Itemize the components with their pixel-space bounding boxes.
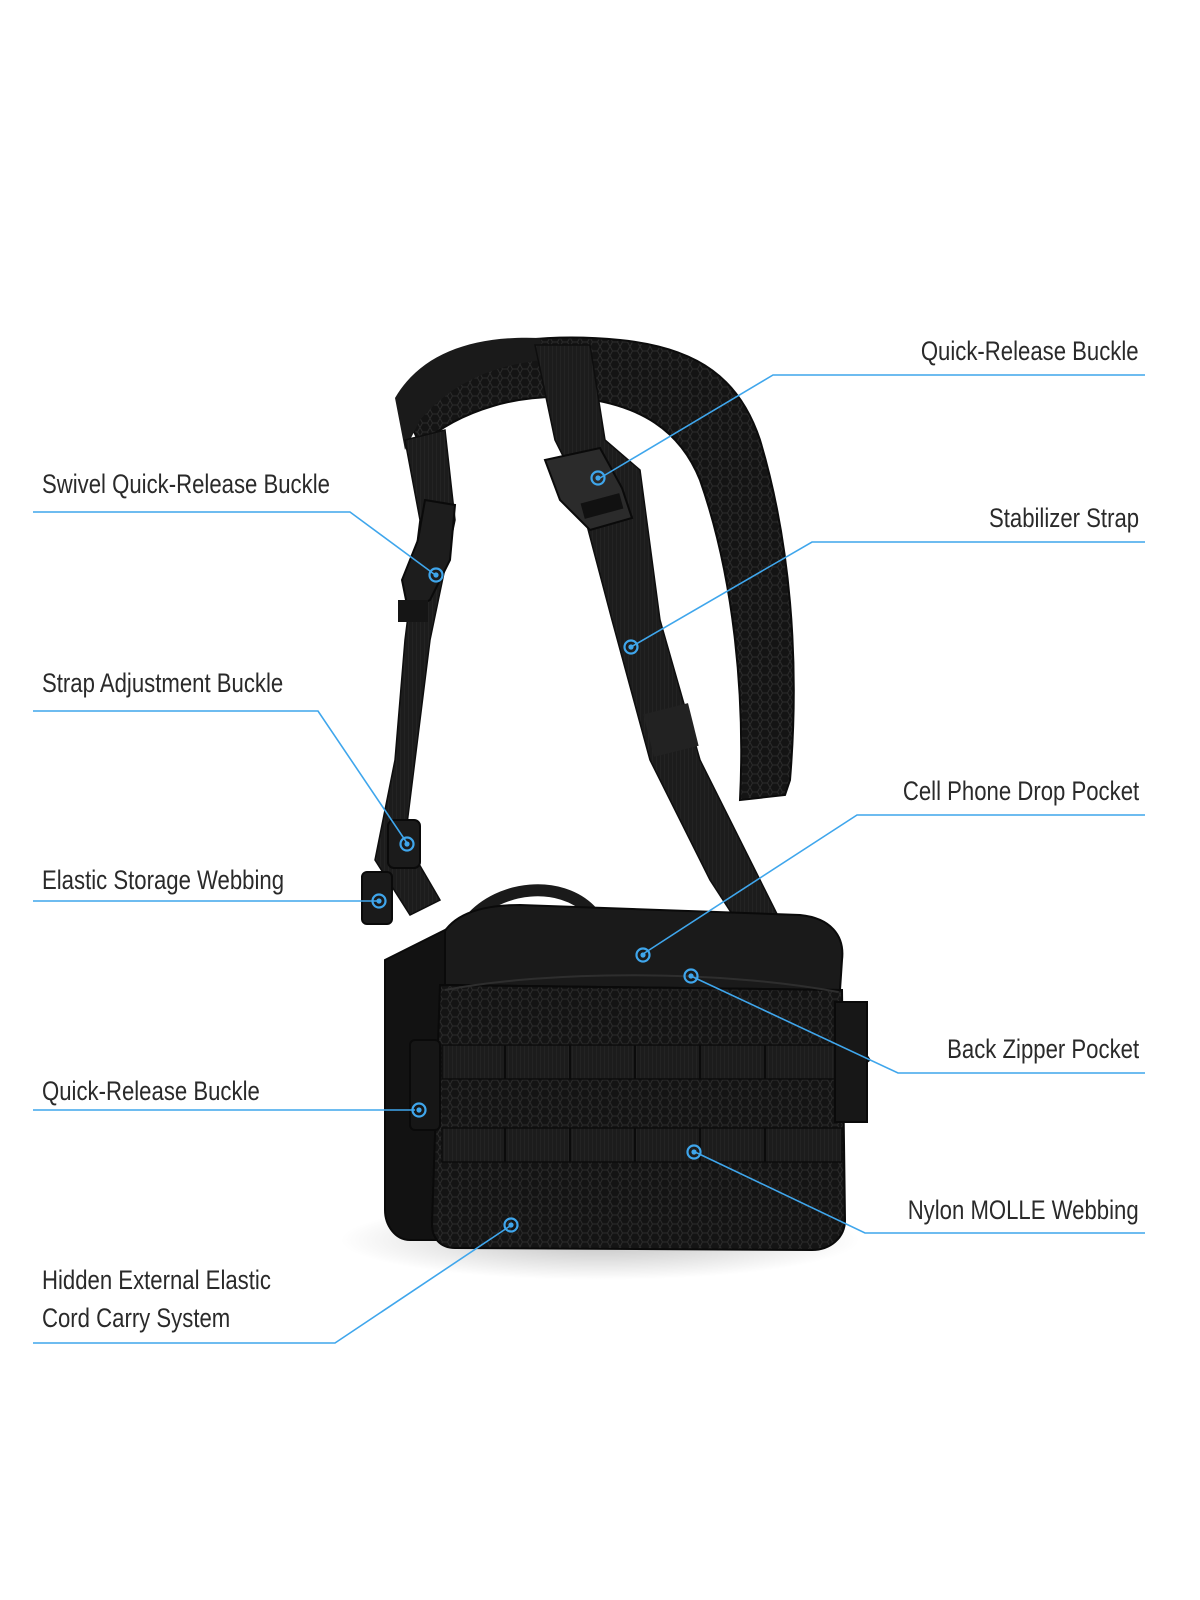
label-back-zipper-pocket: Back Zipper Pocket	[947, 1034, 1139, 1064]
label-elastic-storage-webbing: Elastic Storage Webbing	[42, 865, 285, 895]
label-strap-adjustment-buckle: Strap Adjustment Buckle	[42, 668, 284, 698]
label-stabilizer-strap: Stabilizer Strap	[988, 503, 1139, 533]
target-ring-icon	[399, 836, 415, 852]
label-cell-phone-drop-pocket: Cell Phone Drop Pocket	[902, 776, 1139, 806]
target-ring-icon	[635, 947, 651, 963]
callout-line-cell-phone	[642, 814, 1145, 955]
callout-lines	[33, 374, 1145, 1344]
label-line-1: Hidden External Elastic	[42, 1265, 271, 1295]
target-ring-icon	[503, 1217, 519, 1233]
callout-line-stabilizer	[630, 541, 1145, 648]
label-hidden-external-elastic-cord: Hidden External Elastic Cord Carry Syste…	[42, 1261, 271, 1337]
target-ring-icon	[590, 470, 606, 486]
callout-line-quick-release-top	[599, 374, 1145, 479]
target-ring-icon	[428, 567, 444, 583]
callout-markers	[371, 470, 702, 1233]
swivel-buckle	[398, 498, 457, 622]
callout-line-swivel	[33, 511, 435, 575]
label-quick-release-buckle-side: Quick-Release Buckle	[42, 1076, 260, 1106]
target-ring-icon	[683, 968, 699, 984]
callout-line-molle	[694, 1151, 1145, 1234]
label-quick-release-buckle-top: Quick-Release Buckle	[921, 336, 1139, 366]
callout-line-back-zipper	[692, 976, 1145, 1074]
adjustment-buckle	[387, 819, 421, 869]
label-line-2: Cord Carry System	[42, 1303, 231, 1333]
target-ring-icon	[686, 1144, 702, 1160]
target-ring-icon	[371, 893, 387, 909]
bag-body	[384, 903, 868, 1252]
label-swivel-quick-release-buckle: Swivel Quick-Release Buckle	[42, 469, 330, 499]
label-nylon-molle-webbing: Nylon MOLLE Webbing	[908, 1195, 1139, 1225]
callout-line-hidden-cord	[33, 1225, 511, 1344]
elastic-webbing-tab	[361, 871, 393, 925]
target-ring-icon	[623, 639, 639, 655]
callout-line-adjustment	[33, 710, 408, 844]
top-buckle	[543, 446, 634, 532]
target-ring-icon	[411, 1102, 427, 1118]
